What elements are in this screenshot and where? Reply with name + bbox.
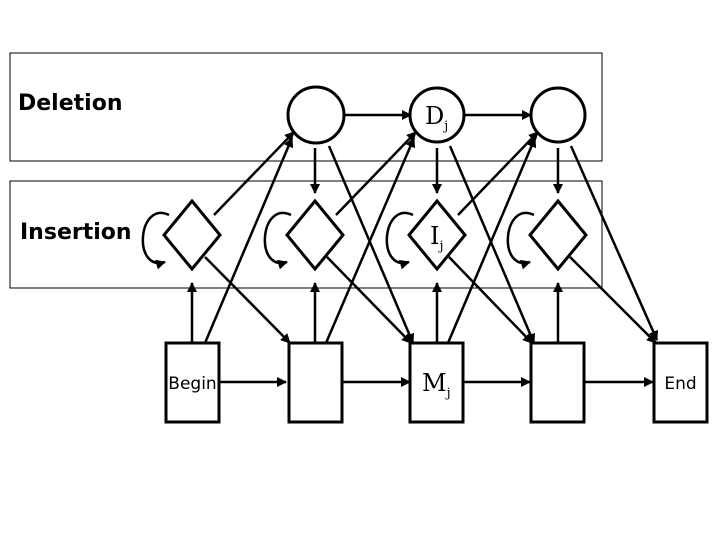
end-state	[652, 341, 709, 424]
insertion-band-label: Insertion	[20, 220, 132, 245]
insert-state-3	[528, 198, 588, 272]
edge-i0-m1	[204, 256, 291, 344]
edge-begin-d1	[203, 137, 294, 344]
edge-i3-end	[569, 256, 657, 344]
edge-ij-m3	[448, 256, 533, 344]
deletion-band-label: Deletion	[18, 91, 122, 116]
match-state-j	[408, 341, 465, 424]
insert-symbol: I	[430, 222, 439, 250]
match-subscript: j	[445, 386, 451, 401]
edge-d3-end	[569, 145, 659, 341]
begin-state	[164, 341, 221, 424]
begin-state-label: Begin	[168, 374, 216, 394]
match-symbol: M	[422, 369, 447, 397]
insert-state-1	[285, 198, 345, 272]
insert-state-j-label: Ij	[430, 222, 444, 254]
match-state-1	[287, 341, 344, 424]
self-loop-i0	[141, 211, 170, 270]
edge-dj-m3	[448, 145, 536, 344]
match-state-3	[529, 341, 586, 424]
deletion-band	[9, 52, 603, 162]
insertion-band	[9, 180, 603, 289]
delete-subscript: j	[442, 119, 448, 134]
delete-state-j-label: Dj	[425, 102, 448, 134]
edge-i1-dj	[335, 131, 417, 216]
insert-subscript: j	[437, 239, 443, 254]
self-loop-i3	[506, 211, 535, 270]
self-loop-ij	[385, 211, 414, 270]
edge-i0-d1	[213, 131, 295, 216]
insert-state-j	[407, 198, 467, 272]
edge-d1-mj	[327, 145, 415, 344]
insert-state-0	[162, 198, 222, 272]
delete-state-1	[286, 85, 346, 145]
edge-i1-mj	[326, 256, 412, 344]
delete-state-3	[529, 86, 587, 144]
delete-state-j	[408, 86, 466, 144]
self-loop-i1	[263, 211, 292, 270]
edge-ij-d3	[457, 131, 539, 216]
match-state-j-label: Mj	[422, 369, 451, 401]
transitions	[141, 110, 659, 387]
end-state-label: End	[664, 374, 696, 394]
delete-symbol: D	[425, 102, 444, 130]
